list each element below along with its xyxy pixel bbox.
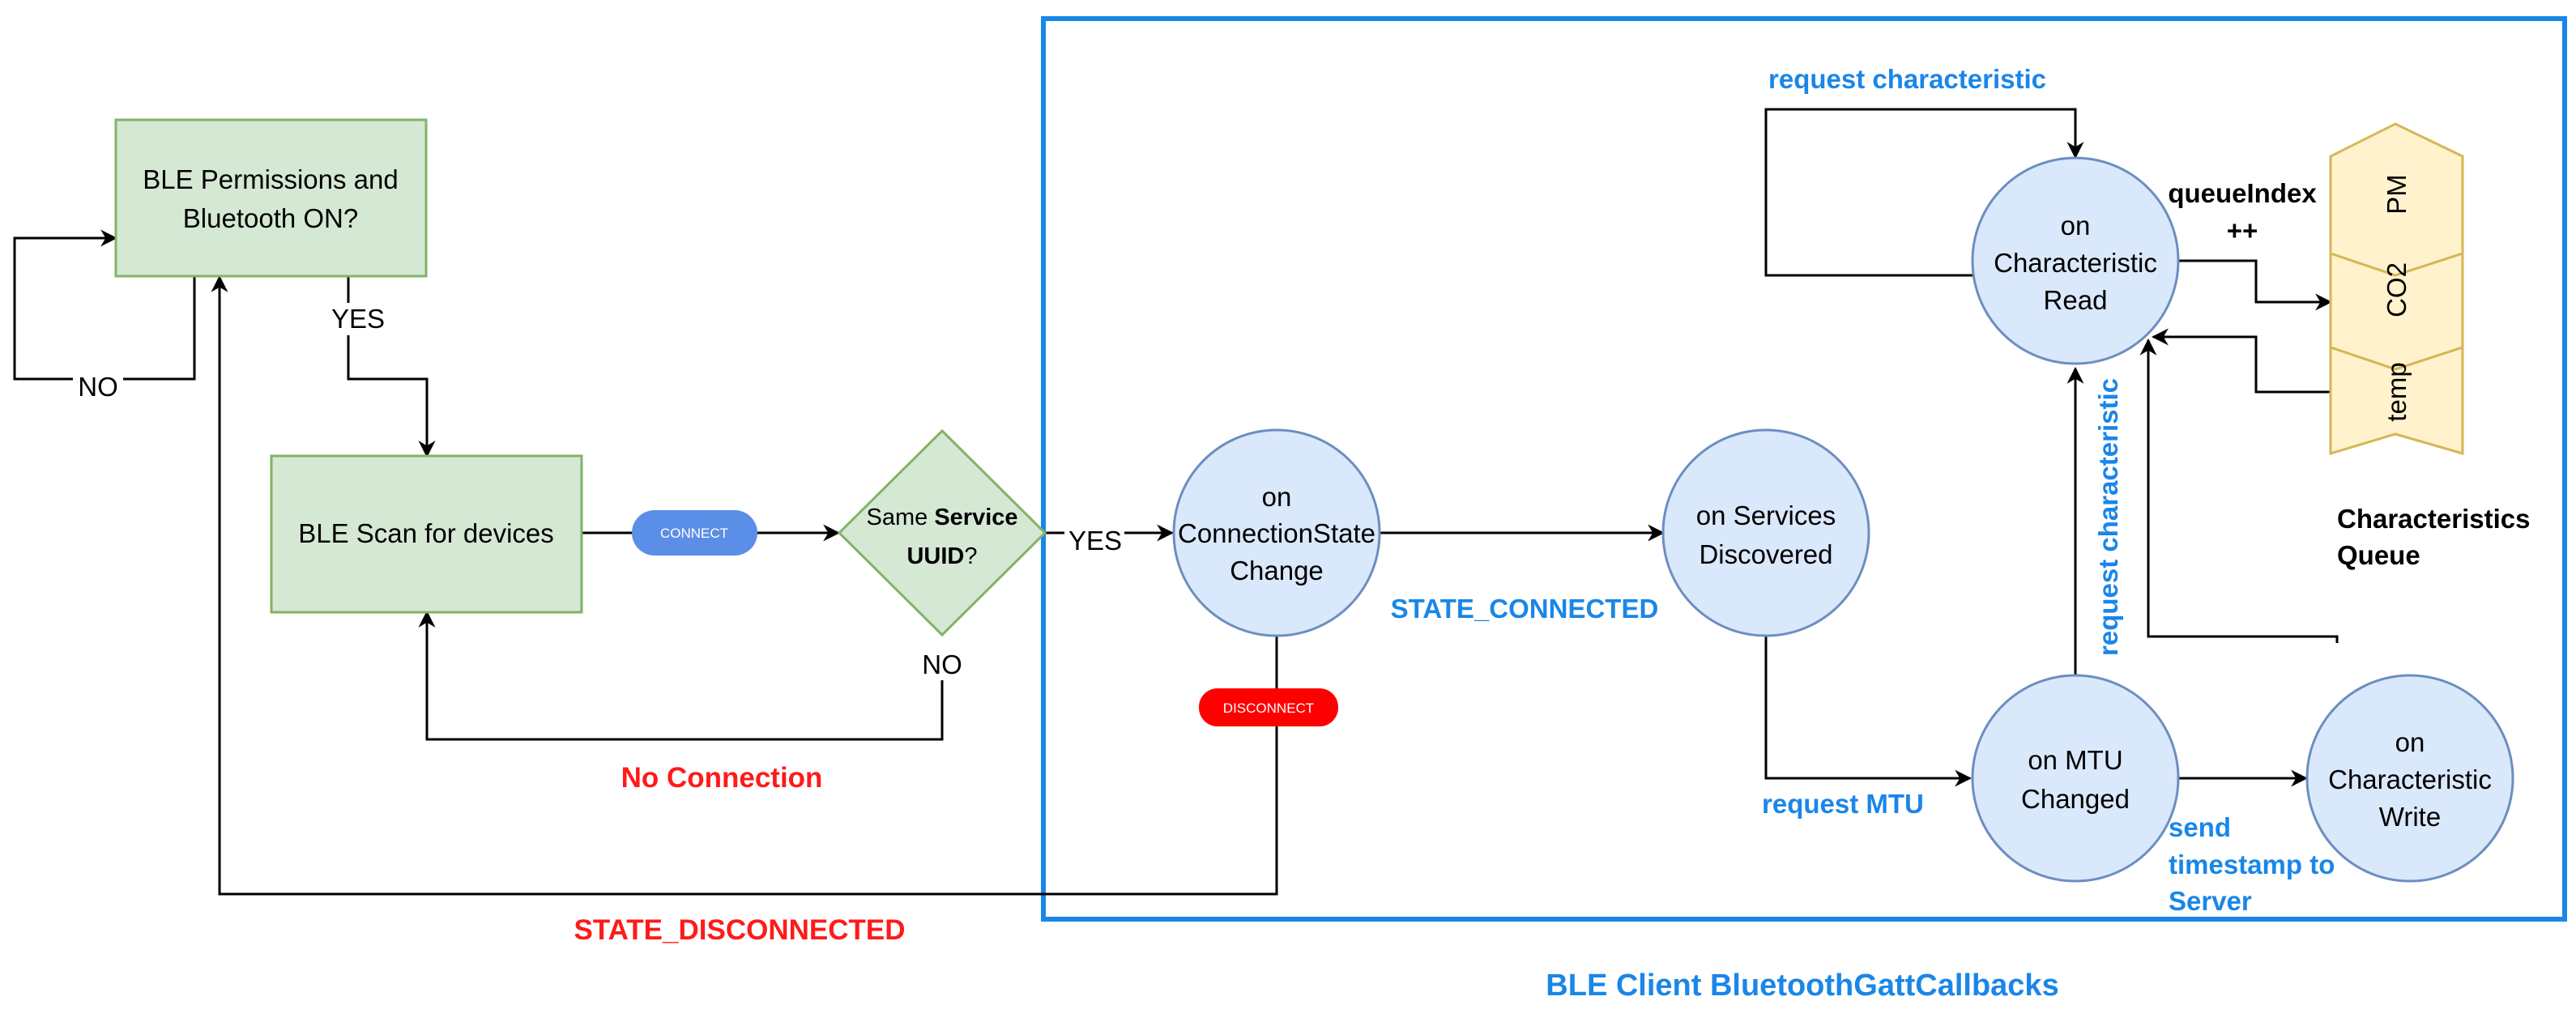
connection-state-node[interactable] <box>1172 428 1381 637</box>
queue-index-line1: queueIndex <box>2168 178 2317 208</box>
conn-state-label-line2: ConnectionState <box>1178 518 1375 548</box>
send-timestamp-line1: send <box>2169 812 2231 842</box>
edge-write-to-read <box>2139 338 2339 643</box>
queue-item-temp <box>2329 345 2464 456</box>
permissions-label-line2: Bluetooth ON? <box>183 203 358 233</box>
characteristic-read-node[interactable] <box>1971 156 2180 365</box>
queue-item-pm-label: PM <box>2382 174 2412 215</box>
no-connection-label: No Connection <box>621 762 823 794</box>
queue-title-line1: Characteristics <box>2337 504 2530 534</box>
edge-label-no-permissions: NO <box>78 372 118 402</box>
send-timestamp-line3: Server <box>2169 886 2252 916</box>
no-label-bg <box>73 369 123 400</box>
request-characteristic-top-label: request characteristic <box>1768 64 2046 94</box>
edge-label-yes-permissions: YES <box>331 304 385 334</box>
char-read-label-line2: Characteristic <box>1994 248 2157 278</box>
no-decision-bg <box>919 648 969 680</box>
edge-label-yes-decision: YES <box>1068 526 1122 556</box>
gatt-callbacks-container <box>1041 16 2567 922</box>
disconnect-pill-label: DISCONNECT <box>1223 700 1314 716</box>
services-label-line2: Discovered <box>1699 539 1832 569</box>
edge-permissions-no-loop <box>13 229 196 381</box>
queue-title-line2: Queue <box>2337 540 2420 570</box>
permissions-label-line1: BLE Permissions and <box>143 164 398 194</box>
state-disconnected-label: STATE_DISCONNECTED <box>574 914 905 946</box>
conn-state-label-line1: on <box>1262 482 1292 512</box>
mtu-label-line1: on MTU <box>2028 745 2122 775</box>
characteristic-write-node[interactable] <box>2305 674 2514 883</box>
edge-state-disconnected <box>211 275 1278 896</box>
edge-decision-no <box>418 610 944 741</box>
queue-item-temp-label: temp <box>2382 362 2412 421</box>
disconnect-pill[interactable] <box>1199 688 1338 726</box>
char-write-label-line1: on <box>2395 727 2425 757</box>
scan-label: BLE Scan for devices <box>298 518 554 548</box>
edge-read-to-queue <box>2178 259 2333 311</box>
edge-label-no-decision: NO <box>922 649 962 679</box>
char-write-label-line3: Write <box>2379 802 2441 832</box>
char-read-label-line1: on <box>2061 211 2091 241</box>
yes-label-bg <box>324 303 389 335</box>
send-timestamp-line2: timestamp to <box>2169 850 2335 879</box>
mtu-label-line2: Changed <box>2021 784 2130 814</box>
queue-item-co2-label: CO2 <box>2382 262 2412 317</box>
conn-state-label-line3: Change <box>1230 556 1324 586</box>
container-title: BLE Client BluetoothGattCallbacks <box>1546 969 2058 1003</box>
state-connected-label: STATE_CONNECTED <box>1391 594 1659 624</box>
connect-pill[interactable] <box>632 510 757 556</box>
mtu-changed-node[interactable] <box>1971 674 2180 883</box>
request-mtu-label: request MTU <box>1762 789 1924 819</box>
edge-read-self-loop <box>1764 108 2084 277</box>
scan-devices-box[interactable] <box>270 454 583 614</box>
edge-queue-to-read <box>2151 328 2331 394</box>
connect-pill-label: CONNECT <box>660 526 728 541</box>
permissions-check-box[interactable] <box>114 118 428 278</box>
decision-label-line2: UUID? <box>906 543 977 569</box>
queue-index-line2: ++ <box>2227 215 2258 245</box>
request-characteristic-side-label: request characteristic <box>2093 378 2123 656</box>
services-discovered-node[interactable] <box>1661 428 1870 637</box>
service-uuid-decision[interactable] <box>837 428 1047 637</box>
char-write-label-line2: Characteristic <box>2328 764 2492 794</box>
char-read-label-line3: Read <box>2044 285 2108 315</box>
services-label-line1: on Services <box>1696 500 1836 530</box>
edge-request-mtu <box>1764 636 1973 787</box>
decision-label-line1: Same Service <box>866 505 1017 530</box>
yes-decision-bg <box>1064 524 1124 555</box>
